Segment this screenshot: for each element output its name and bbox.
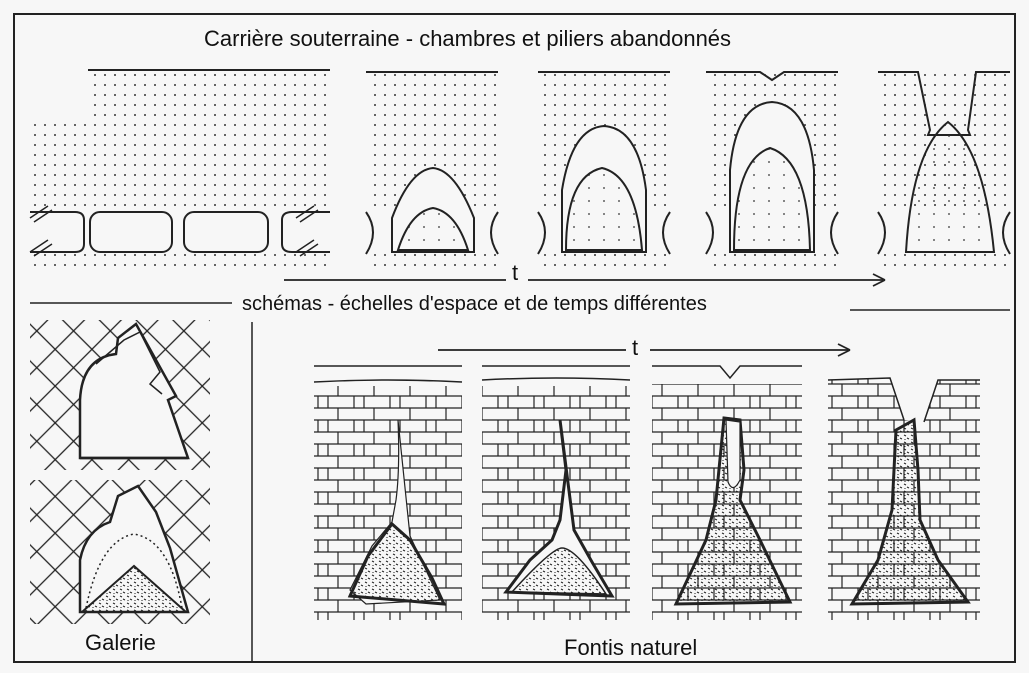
caption-galerie: Galerie [85,630,156,656]
quarry-panel-4 [706,72,838,270]
galerie-panel-1 [30,320,210,470]
figure-title: Carrière souterraine - chambres et pilie… [204,26,731,52]
figure-subtitle: schémas - échelles d'espace et de temps … [236,293,713,316]
time-label-top: t [512,260,518,286]
fontis-panel-1 [314,366,462,620]
quarry-panel-3 [538,72,670,270]
quarry-panel-1 [30,70,330,270]
time-arrow-top [284,274,885,286]
quarry-panel-2 [366,72,498,270]
fontis-panel-3 [652,366,802,620]
fontis-panel-2 [482,366,630,620]
caption-fontis-naturel: Fontis naturel [564,635,697,661]
quarry-panel-5 [878,72,1010,270]
time-arrow-bottom [438,344,850,356]
time-label-bottom: t [632,335,638,361]
galerie-panel-2 [30,480,210,624]
fontis-panel-4 [828,366,980,620]
